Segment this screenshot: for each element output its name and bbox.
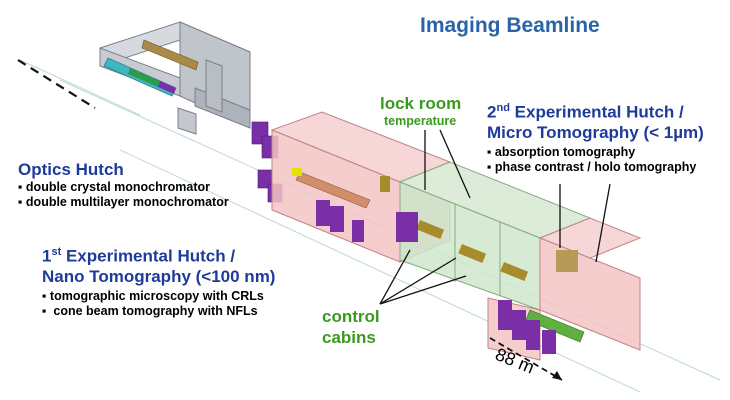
hutch2-item-2: ▪ phase contrast / holo tomography [487,159,697,174]
hutch2-item-1: ▪ absorption tomography [487,144,636,159]
optics-hutch-heading: Optics Hutch [18,160,124,179]
optics-item-1: ▪ double crystal monochromator [18,180,210,194]
control-cabins-label: control cabins [322,306,380,348]
lock-room-equipment [396,212,529,282]
hutch1-heading-1: 1st Experimental Hutch / [42,246,236,266]
lock-room-heading: lock room [380,94,462,113]
lock-room-sub: temperature [384,114,457,128]
optics-item-2: ▪ double multilayer monochromator [18,195,229,209]
control-cabins-line2: cabins [322,328,376,347]
hutch1-item-1: ▪ tomographic microscopy with CRLs [42,288,264,303]
hutch1-item-2: ▪ cone beam tomography with NFLs [42,303,258,318]
optics-hutch-label: Optics Hutch ▪ double crystal monochroma… [18,160,229,210]
control-cabins-line1: control [322,307,380,326]
hutch1-label: 1st Experimental Hutch / Nano Tomography… [42,242,275,319]
hutch1-heading-2: Nano Tomography (<100 nm) [42,266,276,286]
hutch1-equipment [292,168,390,242]
optics-beam-pipe [103,39,199,97]
distance-arrow [489,337,563,381]
distance-arrowhead [552,371,562,380]
hutch2-equipment [498,250,585,354]
leader-lines [379,129,611,305]
lock-room-label: lock room temperature [380,94,461,128]
hutch2-heading-1: 2nd Experimental Hutch / [487,102,684,122]
hutch2-label: 2nd Experimental Hutch / Micro Tomograph… [487,98,704,175]
diagram-title: Imaging Beamline [420,14,600,37]
hutch2-heading-2: Micro Tomography (< 1µm) [487,122,704,142]
optics-hutch-walls [99,21,251,135]
incoming-beam [17,59,96,109]
